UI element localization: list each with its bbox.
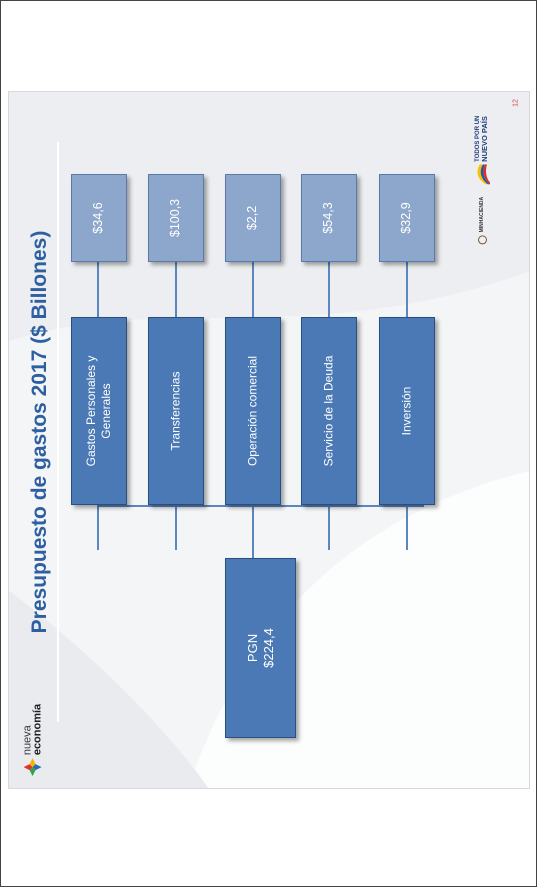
nueva-economia-icon bbox=[24, 758, 42, 777]
slide: Presupuesto de gastos 2017 ($ Billones) … bbox=[8, 91, 530, 789]
value-box-operacion-comercial: $2,2 bbox=[225, 174, 281, 262]
todos-por-un-nuevo-pais-logo: TODOS POR UN NUEVO PAÍS bbox=[474, 116, 490, 185]
value-connector-1 bbox=[175, 262, 177, 317]
connector-2 bbox=[252, 505, 254, 550]
category-label: Transferencias bbox=[168, 371, 183, 451]
connector-1 bbox=[175, 505, 177, 550]
value-box-gastos-personales: $34,6 bbox=[71, 174, 127, 262]
connector-root bbox=[252, 550, 254, 558]
value-label: $2,2 bbox=[245, 205, 260, 231]
category-box-operacion-comercial: Operación comercial bbox=[225, 317, 281, 505]
value-connector-4 bbox=[406, 262, 408, 317]
root-label: PGN $224,4 bbox=[244, 628, 276, 668]
value-connector-2 bbox=[252, 262, 254, 317]
value-label: $54,3 bbox=[321, 202, 336, 234]
minhacienda-logo: MINHACIENDA bbox=[477, 197, 487, 245]
value-label: $100,3 bbox=[168, 198, 183, 238]
value-box-servicio-deuda: $54,3 bbox=[301, 174, 357, 262]
value-label: $34,6 bbox=[91, 202, 106, 234]
nueva-economia-logo: nueva economía bbox=[22, 703, 44, 777]
category-label: Servicio de la Deuda bbox=[321, 355, 336, 467]
category-label: Operación comercial bbox=[245, 355, 260, 467]
slide-title: Presupuesto de gastos 2017 ($ Billones) bbox=[28, 230, 51, 634]
value-connector-3 bbox=[328, 262, 330, 317]
category-box-gastos-personales: Gastos Personales y Generales bbox=[71, 317, 127, 505]
category-label: Inversión bbox=[399, 386, 414, 436]
connector-trunk bbox=[97, 505, 424, 507]
connector-4 bbox=[406, 505, 408, 550]
page-number: 12 bbox=[512, 99, 520, 107]
category-box-transferencias: Transferencias bbox=[148, 317, 204, 505]
category-box-servicio-deuda: Servicio de la Deuda bbox=[301, 317, 357, 505]
title-divider bbox=[57, 142, 59, 722]
connector-0 bbox=[97, 505, 99, 550]
government-logos: MINHACIENDA TODOS POR UN NUEVO PAÍS bbox=[474, 116, 490, 245]
value-box-inversion: $32,9 bbox=[379, 174, 435, 262]
value-label: $32,9 bbox=[399, 202, 414, 234]
value-connector-0 bbox=[97, 262, 99, 317]
minhacienda-seal-icon bbox=[477, 235, 487, 245]
root-box-pgn: PGN $224,4 bbox=[225, 558, 296, 738]
category-label: Gastos Personales y Generales bbox=[84, 355, 113, 467]
economia-text: economía bbox=[32, 703, 44, 756]
category-box-inversion: Inversión bbox=[379, 317, 435, 505]
connector-3 bbox=[328, 505, 330, 550]
value-box-transferencias: $100,3 bbox=[148, 174, 204, 262]
flag-swoosh-icon bbox=[477, 164, 490, 185]
